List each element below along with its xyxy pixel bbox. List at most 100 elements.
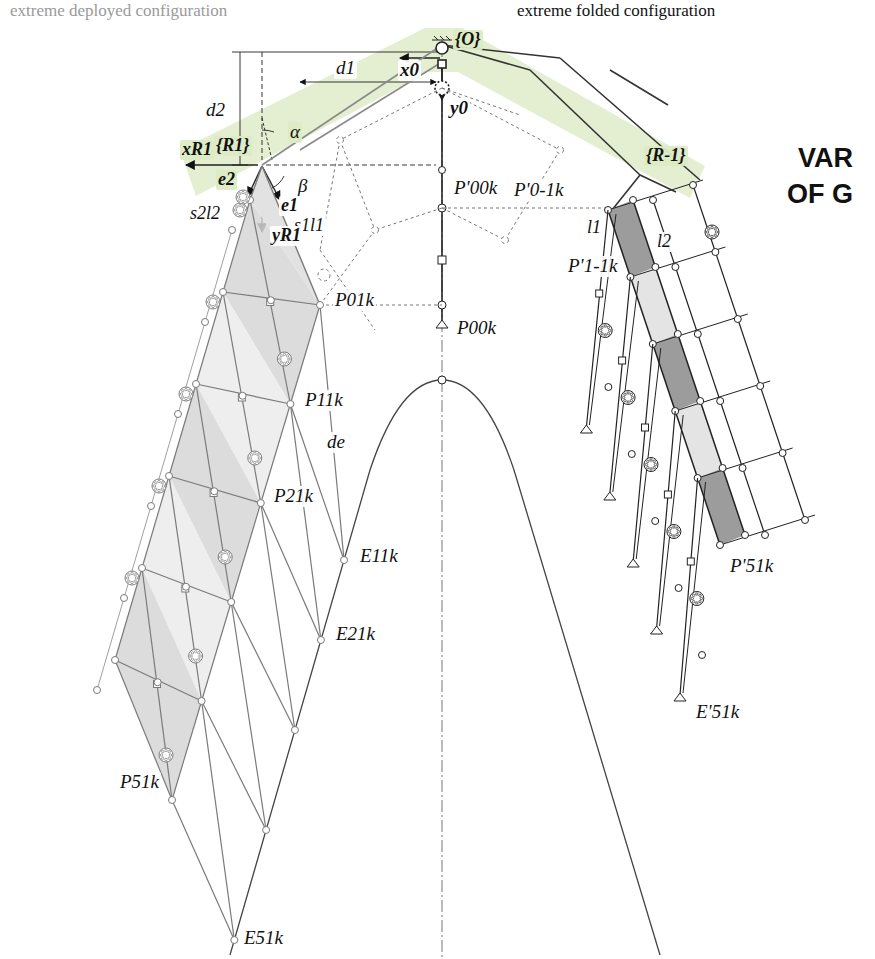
caption-text: extreme folded configuration — [515, 2, 717, 21]
link — [223, 292, 320, 305]
gear-symbol — [159, 748, 173, 762]
symbol-label: P00k — [455, 318, 498, 339]
link — [202, 701, 266, 830]
joint — [779, 450, 786, 457]
joint — [121, 595, 128, 602]
symbol-label: P'00k — [452, 178, 499, 199]
foot-pivot — [580, 425, 592, 433]
link — [115, 660, 202, 701]
link — [97, 598, 124, 690]
link — [738, 319, 760, 386]
slider — [664, 491, 671, 498]
gear-symbol — [233, 203, 247, 217]
joint — [193, 381, 200, 388]
link — [586, 210, 608, 427]
joint — [605, 384, 612, 391]
symbol-label: x0 — [398, 60, 421, 81]
joint — [672, 264, 679, 271]
link — [743, 468, 765, 535]
link — [698, 334, 720, 401]
joint — [802, 517, 809, 524]
joint — [229, 227, 236, 234]
link — [223, 292, 261, 503]
joint — [112, 657, 119, 664]
heading-fragment: OF G — [785, 180, 855, 210]
link — [115, 660, 172, 800]
joint — [154, 679, 161, 686]
link — [678, 334, 700, 401]
foot-pivot — [674, 693, 686, 701]
joint — [757, 383, 764, 390]
link — [196, 384, 290, 404]
link — [655, 267, 677, 334]
gear-symbol — [125, 571, 139, 585]
slider — [642, 424, 649, 431]
joint — [94, 687, 101, 694]
symbol-label: E'51k — [694, 702, 741, 723]
lattice-cell — [675, 401, 722, 478]
joint — [317, 302, 324, 309]
link — [783, 453, 805, 520]
symbol-label: α — [288, 122, 302, 143]
symbol-label: l2 — [655, 232, 673, 252]
folded-base-links — [442, 45, 700, 210]
joint — [239, 392, 246, 399]
joint — [202, 319, 209, 326]
gear-symbol — [152, 479, 166, 493]
link — [169, 476, 261, 503]
lattice-cell — [630, 267, 677, 344]
joint — [287, 401, 294, 408]
joint — [717, 398, 724, 405]
link — [290, 404, 344, 560]
joint — [697, 398, 704, 405]
joint — [719, 465, 726, 472]
joint — [317, 637, 324, 644]
symbol-label: {R-1} — [644, 146, 688, 166]
symbol-label: P51k — [118, 772, 161, 793]
link — [720, 515, 815, 545]
link — [231, 503, 261, 602]
joint — [699, 652, 706, 659]
link — [610, 277, 631, 494]
joint — [211, 488, 218, 495]
link — [630, 247, 725, 277]
joint — [228, 599, 235, 606]
link — [723, 468, 745, 535]
link — [633, 344, 653, 561]
joint — [739, 465, 746, 472]
symbol-label: P'1-1k — [566, 256, 619, 277]
joint — [169, 797, 176, 804]
link — [653, 200, 675, 267]
joint — [675, 585, 682, 592]
link — [142, 568, 231, 602]
link — [636, 348, 661, 559]
link — [202, 602, 232, 701]
joint — [650, 197, 657, 204]
link — [261, 503, 321, 640]
symbol-label: d1 — [334, 58, 357, 79]
gear-symbol — [705, 225, 719, 239]
link — [698, 448, 793, 478]
lattice-cell — [115, 568, 202, 800]
symbol-label: E11k — [358, 546, 400, 567]
dimension-lines — [186, 52, 442, 232]
link — [675, 381, 770, 411]
slider — [687, 558, 694, 565]
joint — [263, 827, 270, 834]
slider — [619, 357, 626, 364]
joint — [231, 937, 238, 944]
symbol-label: {R1} — [214, 136, 252, 156]
link — [608, 180, 703, 210]
gear-symbol — [690, 592, 704, 606]
link — [172, 701, 202, 800]
link — [760, 386, 782, 453]
foot-pivot — [627, 559, 639, 567]
lattice-cell — [698, 468, 745, 545]
gear-symbol — [218, 550, 232, 564]
fairing-outline — [230, 380, 660, 955]
link — [653, 314, 748, 344]
gear-symbol — [277, 352, 291, 366]
gear-symbol — [189, 649, 203, 663]
symbol-label: l1 — [585, 218, 603, 238]
